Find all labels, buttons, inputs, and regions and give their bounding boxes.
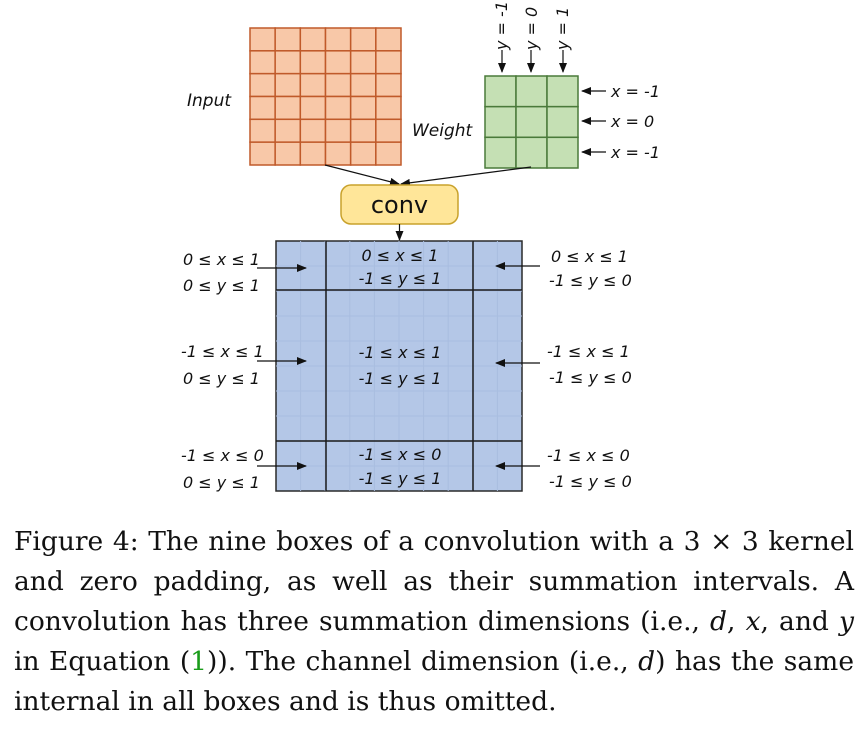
- weight-label: Weight: [412, 121, 474, 141]
- weight-cell: [484, 105, 517, 139]
- convolution-diagram: Input Weight y = -1 y = 0 y = 1 x = -1 x…: [181, 1, 660, 492]
- caption-sep: , and: [760, 606, 840, 637]
- input-cell: [324, 141, 352, 166]
- weight-cell: [484, 136, 517, 169]
- figure-caption: Figure 4: The nine boxes of a convolutio…: [14, 522, 854, 722]
- box-top-right-x: 0 ≤ x ≤ 1: [551, 247, 628, 266]
- input-cell: [274, 50, 302, 75]
- input-cell: [299, 95, 327, 121]
- input-cell: [324, 118, 352, 143]
- input-cell: [349, 95, 377, 121]
- input-cell: [274, 95, 302, 121]
- caption-text: )). The channel dimension (i.e.,: [207, 646, 639, 677]
- weight-column-labels: y = -1 y = 0 y = 1: [492, 1, 572, 73]
- box-bot-center-y: -1 ≤ y ≤ 1: [359, 469, 442, 488]
- input-cell: [349, 72, 377, 98]
- input-cell: [375, 118, 402, 143]
- caption-var-d: d: [638, 646, 656, 677]
- caption-var-x: x: [745, 606, 761, 637]
- caption-var-d: d: [710, 606, 728, 637]
- input-cell: [249, 50, 276, 75]
- input-cell: [375, 141, 402, 166]
- conv-label: conv: [371, 191, 428, 219]
- input-cell: [274, 27, 302, 52]
- box-bot-right-x: -1 ≤ x ≤ 0: [547, 446, 630, 465]
- box-top-left-y: 0 ≤ y ≤ 1: [183, 276, 260, 295]
- input-cell: [324, 50, 352, 75]
- input-grid: [249, 27, 402, 166]
- input-cell: [299, 141, 327, 166]
- box-mid-center-y: -1 ≤ y ≤ 1: [359, 369, 442, 388]
- box-mid-left-y: 0 ≤ y ≤ 1: [183, 369, 260, 388]
- weight-cell: [484, 75, 517, 108]
- box-top-right-y: -1 ≤ y ≤ 0: [549, 271, 632, 290]
- input-cell: [324, 27, 352, 52]
- weight-cell: [546, 75, 579, 108]
- box-mid-right-y: -1 ≤ y ≤ 0: [549, 368, 632, 387]
- weight-cell: [515, 136, 548, 169]
- box-top-center-x: 0 ≤ x ≤ 1: [362, 246, 439, 265]
- caption-text: in Equation (: [14, 646, 191, 677]
- input-label: Input: [187, 91, 232, 111]
- weight-row-label: x = -1: [610, 82, 660, 101]
- weight-row-label: x = -1: [610, 143, 660, 162]
- weight-cell: [515, 105, 548, 139]
- caption-var-y: y: [839, 606, 854, 637]
- weight-cell: [546, 105, 579, 139]
- weight-cell: [515, 75, 548, 108]
- input-cell: [274, 72, 302, 98]
- input-cell: [274, 118, 302, 143]
- box-mid-right-x: -1 ≤ x ≤ 1: [547, 342, 630, 361]
- input-cell: [249, 27, 276, 52]
- caption-sep: ,: [727, 606, 746, 637]
- input-cell: [249, 72, 276, 98]
- box-mid-center-x: -1 ≤ x ≤ 1: [359, 343, 442, 362]
- input-cell: [375, 95, 402, 121]
- box-bot-center-x: -1 ≤ x ≤ 0: [359, 445, 442, 464]
- weight-row-labels: x = -1 x = 0 x = -1: [581, 82, 660, 162]
- box-top-left-x: 0 ≤ x ≤ 1: [183, 250, 260, 269]
- weight-cell: [546, 136, 579, 169]
- input-cell: [349, 141, 377, 166]
- input-cell: [375, 72, 402, 98]
- input-cell: [299, 72, 327, 98]
- caption-text: ) has the same internal in all boxes and…: [14, 646, 854, 717]
- box-top-center-y: -1 ≤ y ≤ 1: [359, 269, 442, 288]
- equation-reference-link[interactable]: 1: [190, 646, 208, 677]
- weight-col-label: y = 1: [553, 7, 572, 51]
- weight-col-label: y = -1: [492, 1, 511, 51]
- input-cell: [324, 95, 352, 121]
- weight-row-label: x = 0: [610, 112, 654, 131]
- weight-to-conv-arrow: [400, 166, 532, 187]
- input-cell: [375, 27, 402, 52]
- input-cell: [249, 141, 276, 166]
- input-cell: [349, 118, 377, 143]
- input-cell: [249, 95, 276, 121]
- caption-text: The nine boxes of a convolution with a 3…: [14, 526, 854, 637]
- input-cell: [299, 118, 327, 143]
- input-cell: [249, 118, 276, 143]
- input-cell: [299, 27, 327, 52]
- weight-grid: [484, 75, 579, 169]
- input-cell: [349, 50, 377, 75]
- weight-col-label: y = 0: [522, 7, 541, 51]
- figure-label: Figure 4:: [14, 526, 139, 557]
- input-cell: [324, 72, 352, 98]
- box-mid-left-x: -1 ≤ x ≤ 1: [181, 342, 264, 361]
- input-to-conv-arrow: [324, 164, 400, 186]
- input-cell: [274, 141, 302, 166]
- box-bot-left-y: 0 ≤ y ≤ 1: [183, 473, 260, 492]
- input-cell: [349, 27, 377, 52]
- box-bot-left-x: -1 ≤ x ≤ 0: [181, 446, 264, 465]
- input-cell: [299, 50, 327, 75]
- box-bot-right-y: -1 ≤ y ≤ 0: [549, 472, 632, 491]
- input-cell: [375, 50, 402, 75]
